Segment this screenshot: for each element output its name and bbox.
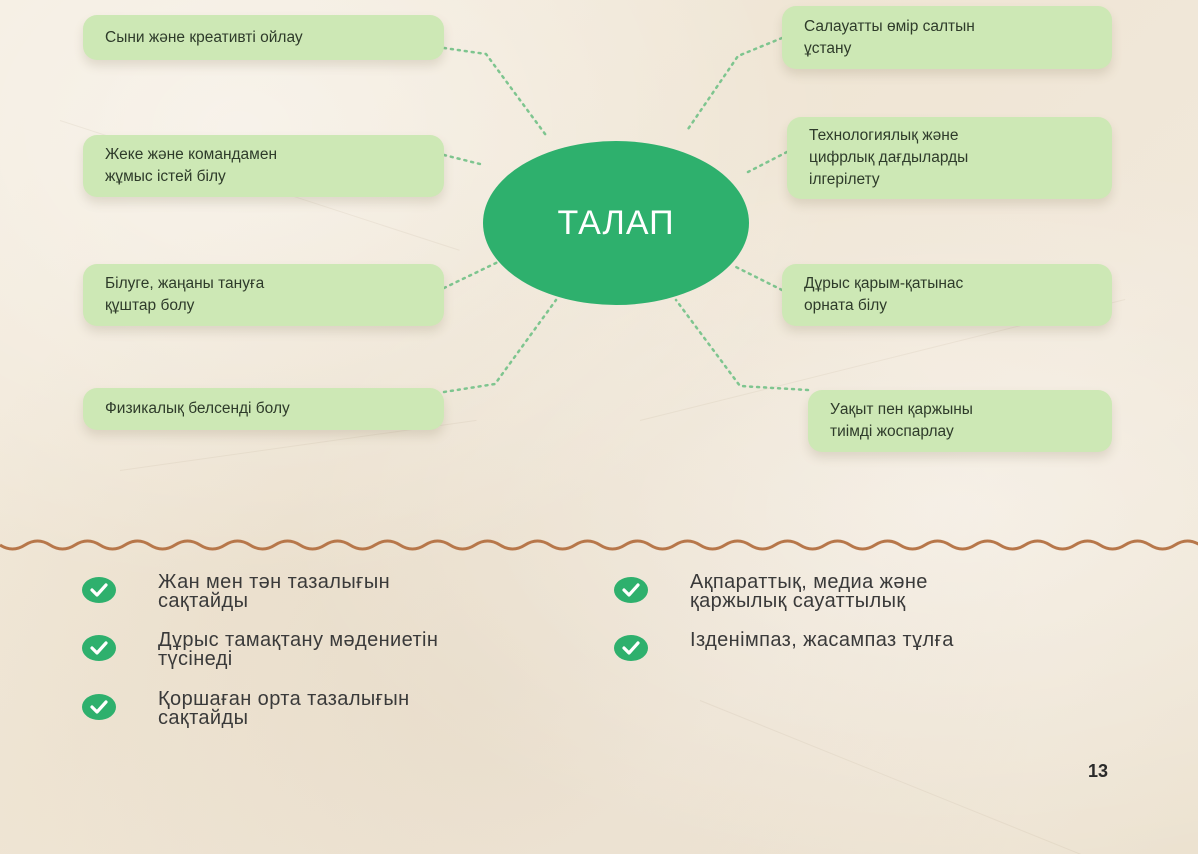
skill-box-communication: Дұрыс қарым-қатынас орната білу [782, 264, 1112, 326]
page-number: 13 [1088, 761, 1109, 781]
check-circle-icon [614, 577, 648, 603]
connector-right-2 [746, 150, 789, 174]
connector-left-3 [442, 260, 500, 290]
connector-left-1 [442, 46, 550, 140]
connector-right-1 [684, 36, 784, 134]
skill-label: Жеке және командамен жұмыс істей білу [105, 146, 278, 185]
requirement-text: Дұрыс тамақтану мәдениетін түсінеді [158, 629, 439, 670]
skill-box-time-money-planning: Уақыт пен қаржыны тиімді жоспарлау [808, 390, 1112, 452]
skill-box-physical-activity: Физикалық белсенді болу [83, 388, 444, 430]
skill-label: Білуге, жаңаны тануға құштар болу [105, 275, 265, 314]
requirement-text: Ізденімпаз, жасампаз тұлға [690, 629, 954, 651]
requirement-item: Ізденімпаз, жасампаз тұлға [614, 629, 954, 661]
skill-box-teamwork: Жеке және командамен жұмыс істей білу [83, 135, 444, 197]
check-circle-icon [82, 635, 116, 661]
connector-left-4 [442, 298, 558, 394]
requirement-text: Қоршаған орта тазалығын сақтайды [158, 688, 410, 729]
wavy-divider [0, 539, 1198, 551]
requirement-item: Ақпараттық, медиа және қаржылық сауаттыл… [614, 571, 928, 612]
skill-box-critical-thinking: Сыни және креативті ойлау [83, 15, 444, 60]
skill-box-digital-skills: Технологиялық және цифрлық дағдыларды іл… [787, 117, 1112, 199]
requirement-item: Дұрыс тамақтану мәдениетін түсінеді [82, 629, 439, 670]
skill-label: Уақыт пен қаржыны тиімді жоспарлау [830, 401, 973, 440]
requirement-text: Ақпараттық, медиа және қаржылық сауаттыл… [690, 571, 928, 612]
requirement-item: Қоршаған орта тазалығын сақтайды [82, 688, 410, 729]
connector-right-3 [732, 264, 784, 292]
check-circle-icon [82, 694, 116, 720]
skill-box-healthy-lifestyle: Салауатты өмір салтын ұстану [782, 6, 1112, 69]
skill-box-curiosity: Білуге, жаңаны тануға құштар болу [83, 264, 444, 326]
skill-label: Физикалық белсенді болу [105, 400, 290, 417]
skill-label: Сыни және креативті ойлау [105, 28, 303, 46]
skill-label: Дұрыс қарым-қатынас орната білу [804, 275, 964, 314]
check-circle-icon [82, 577, 116, 603]
connector-right-4 [674, 298, 810, 392]
requirement-text: Жан мен тән тазалығын сақтайды [158, 571, 391, 612]
check-circle-icon [614, 635, 648, 661]
center-hub: ТАЛАП [483, 141, 749, 305]
requirement-item: Жан мен тән тазалығын сақтайды [82, 571, 391, 612]
center-hub-label: ТАЛАП [557, 203, 675, 242]
skill-label: Салауатты өмір салтын ұстану [804, 17, 975, 57]
connector-left-2 [442, 153, 486, 167]
skill-label: Технологиялық және цифрлық дағдыларды іл… [809, 127, 969, 188]
